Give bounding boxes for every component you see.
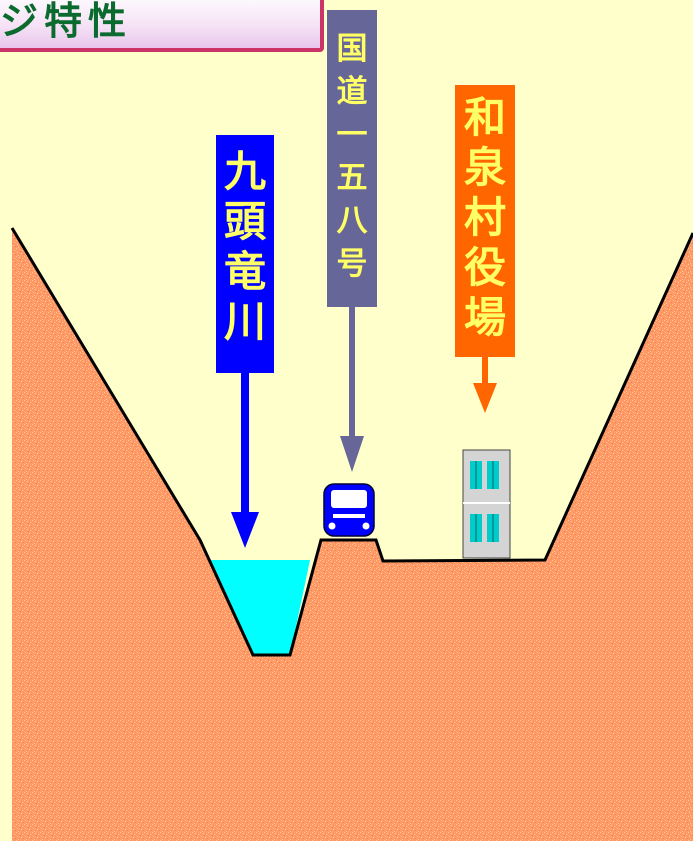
office-label-char: 場 <box>463 293 506 342</box>
road-arrow <box>340 306 364 472</box>
river-label-char: 頭 <box>223 197 266 246</box>
page-title: ジ特性 <box>0 0 133 43</box>
road-label-char: 一 <box>336 117 368 153</box>
valley-outline <box>10 227 693 657</box>
bus-icon <box>323 483 375 537</box>
river-label-char: 竜 <box>223 247 266 296</box>
river-label: 九 頭 竜 川 <box>216 135 274 373</box>
office-arrow <box>473 356 497 413</box>
office-label: 和 泉 村 役 場 <box>455 85 515 357</box>
building-icon <box>462 449 511 559</box>
river-label-char: 川 <box>223 297 266 346</box>
office-label-char: 泉 <box>463 143 506 192</box>
road-label: 国 道 一 五 八 号 <box>327 10 377 307</box>
ground <box>12 230 693 841</box>
office-label-char: 村 <box>463 193 506 242</box>
river-arrow <box>231 372 259 548</box>
river-water <box>209 560 310 655</box>
road-label-char: 道 <box>336 74 368 110</box>
title-box <box>0 0 324 52</box>
river-label-char: 九 <box>223 147 266 196</box>
road-label-char: 五 <box>336 160 368 196</box>
road-label-char: 八 <box>336 203 368 239</box>
office-label-char: 和 <box>463 93 506 142</box>
office-label-char: 役 <box>463 243 506 292</box>
road-label-char: 国 <box>336 31 368 67</box>
road-label-char: 号 <box>336 246 368 282</box>
